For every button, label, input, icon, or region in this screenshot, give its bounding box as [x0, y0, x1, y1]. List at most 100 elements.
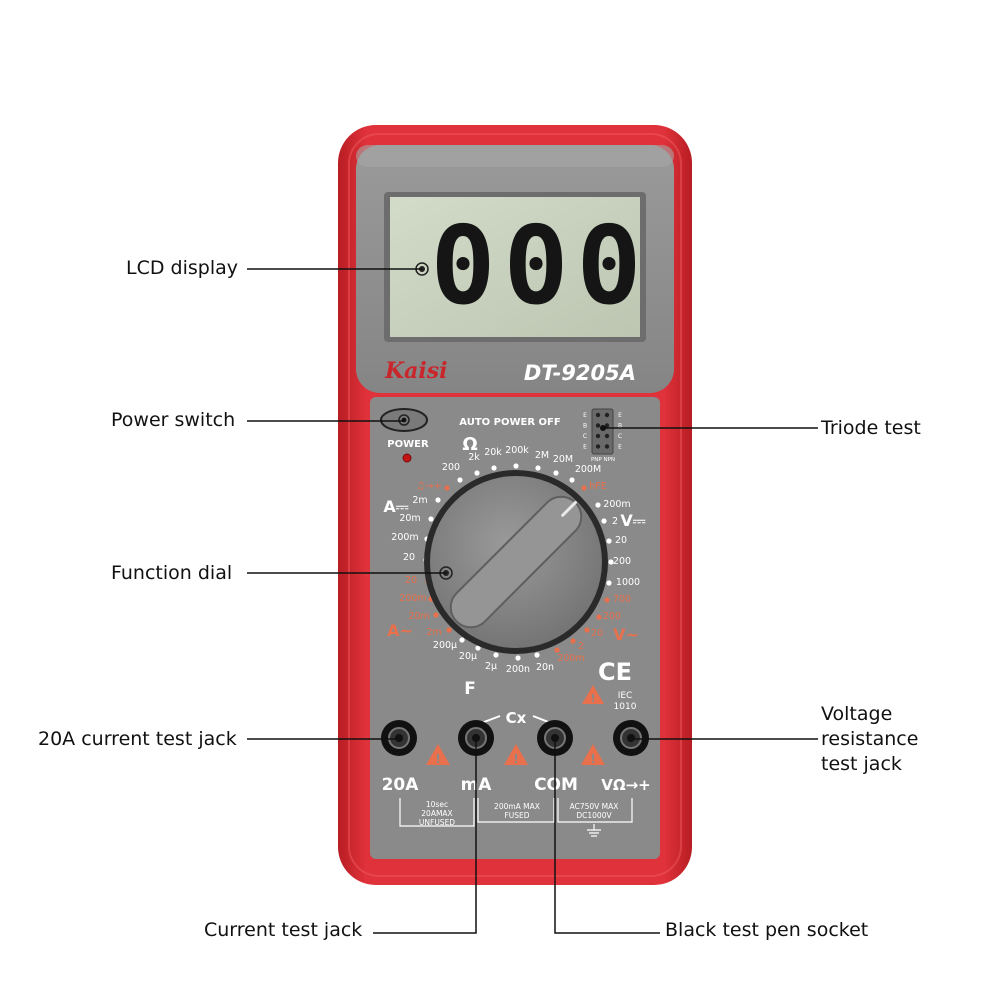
ac-amp-range-label: 20 — [405, 575, 417, 586]
dc-volt-range-label: 200 — [613, 556, 631, 567]
ohm-range-label: 200M — [575, 464, 601, 475]
fuse-note-v-1: AC750V MAX — [570, 802, 619, 811]
ac-volt-range-label: 2 — [578, 641, 584, 652]
cap-range-label: 2m — [426, 627, 441, 638]
socket-pin-hole — [595, 423, 601, 428]
fuse-bracket — [399, 798, 633, 827]
function-dial[interactable] — [424, 470, 608, 654]
dial-dot — [474, 470, 480, 476]
dial-dot — [554, 647, 560, 653]
dial-dot — [608, 559, 614, 565]
warning-icon: ! — [582, 685, 604, 705]
ac-volt-range-label: 20 — [591, 628, 603, 639]
dial-dot — [595, 502, 601, 508]
dial-dot — [584, 627, 590, 633]
svg-text:!: ! — [590, 692, 595, 705]
dial-dot — [459, 637, 465, 643]
fuse-note-20a-3: UNFUSED — [419, 818, 455, 827]
dc-amp-range-label: 2m — [412, 495, 427, 506]
lcd-reading: 000 — [430, 204, 649, 329]
dial-dot — [491, 465, 497, 471]
model-number: DT-9205A — [524, 361, 636, 385]
warning-icon: ! — [504, 744, 528, 766]
socket-pin-label: E — [618, 444, 622, 451]
callout-triode-test: Triode test — [821, 417, 921, 439]
svg-text:!: ! — [513, 752, 518, 766]
ac-amp-range-label: 20m — [408, 611, 429, 622]
dial-dot — [601, 518, 607, 524]
cap-range-label: 20µ — [459, 651, 477, 662]
socket-pin-hole — [595, 444, 601, 449]
callout-voltage-jack-1: Voltage — [821, 703, 893, 725]
ac-volt-range-label: 700 — [613, 594, 631, 605]
ohm-range-label: 200 — [442, 462, 460, 473]
cap-range-label: 20n — [536, 662, 554, 673]
callout-power-switch: Power switch — [111, 409, 236, 431]
dc-volt-range-label: 20 — [615, 535, 627, 546]
socket-pin-hole — [604, 412, 610, 418]
callout-voltage-jack-3: test jack — [821, 753, 902, 775]
socket-pin-label: B — [583, 423, 587, 430]
jack-label-com: COM — [534, 775, 578, 795]
iec-number: 1010 — [614, 702, 637, 712]
dial-dot — [444, 485, 450, 491]
ac-amp-range-label: 200m — [399, 593, 426, 604]
dial-dot — [604, 597, 610, 603]
socket-pin-hole — [604, 444, 610, 449]
ac-volts-symbol: V~ — [613, 625, 639, 644]
ohm-range-label: 2M — [535, 450, 549, 461]
dc-volts-symbol: V⎓ — [620, 511, 645, 530]
dc-amps-symbol: A⎓ — [383, 497, 408, 516]
dial-dot — [606, 580, 612, 586]
svg-text:!: ! — [435, 752, 440, 766]
dial-dot — [435, 497, 441, 503]
svg-text:!: ! — [590, 752, 595, 766]
jack-label-20a: 20A — [382, 775, 420, 795]
socket-pin-label: E — [618, 412, 622, 419]
power-led — [402, 453, 412, 463]
jack-label-v-ohm: VΩ→+ — [601, 776, 651, 794]
socket-pin-hole — [595, 412, 601, 418]
power-label: POWER — [387, 439, 429, 450]
fuse-note-v-2: DC1000V — [576, 811, 612, 820]
warning-icon: ! — [426, 744, 450, 766]
dial-dot — [457, 477, 463, 483]
ac-volt-range-label: 200 — [603, 611, 621, 622]
cx-label: Cx — [506, 709, 527, 727]
ac-amps-symbol: A~ — [387, 621, 413, 640]
dial-dot — [513, 463, 519, 469]
dial-dot — [553, 470, 559, 476]
socket-pin-label: E — [583, 444, 587, 451]
socket-pin-label: B — [618, 423, 622, 430]
dc-amp-range-label: 20 — [403, 552, 415, 563]
socket-pin-label: C — [583, 433, 587, 440]
cap-range-label: 2µ — [485, 661, 497, 672]
socket-pin-hole — [604, 423, 610, 428]
dial-dot — [493, 652, 499, 658]
ohm-range-label: 20M — [553, 454, 573, 465]
brand-logo: Kaisi — [384, 358, 447, 384]
fuse-note-20a-2: 20AMAX — [421, 809, 452, 818]
holster-inner-rim — [348, 133, 682, 877]
dial-dot — [596, 614, 602, 620]
callout-current-jack: Current test jack — [204, 919, 363, 941]
dial-dot — [534, 652, 540, 658]
fuse-note-ma-2: FUSED — [504, 811, 529, 820]
dial-dot — [428, 516, 434, 522]
socket-pin-label: E — [583, 412, 587, 419]
warning-icon: ! — [581, 744, 605, 766]
dial-dot — [606, 538, 612, 544]
ground-icon — [587, 824, 601, 837]
socket-caption: PNP NPN — [591, 457, 615, 463]
callout-lcd-display: LCD display — [126, 257, 238, 279]
hfe-label: hFE — [589, 481, 607, 492]
callout-function-dial: Function dial — [111, 562, 233, 584]
dial-dot — [581, 485, 587, 491]
callout-black-pen-socket: Black test pen socket — [665, 919, 869, 941]
dial-dot — [475, 645, 481, 651]
socket-pin-hole — [595, 433, 601, 439]
ohm-range-label: 20k — [484, 447, 502, 458]
auto-power-off-label: AUTO POWER OFF — [459, 417, 560, 428]
